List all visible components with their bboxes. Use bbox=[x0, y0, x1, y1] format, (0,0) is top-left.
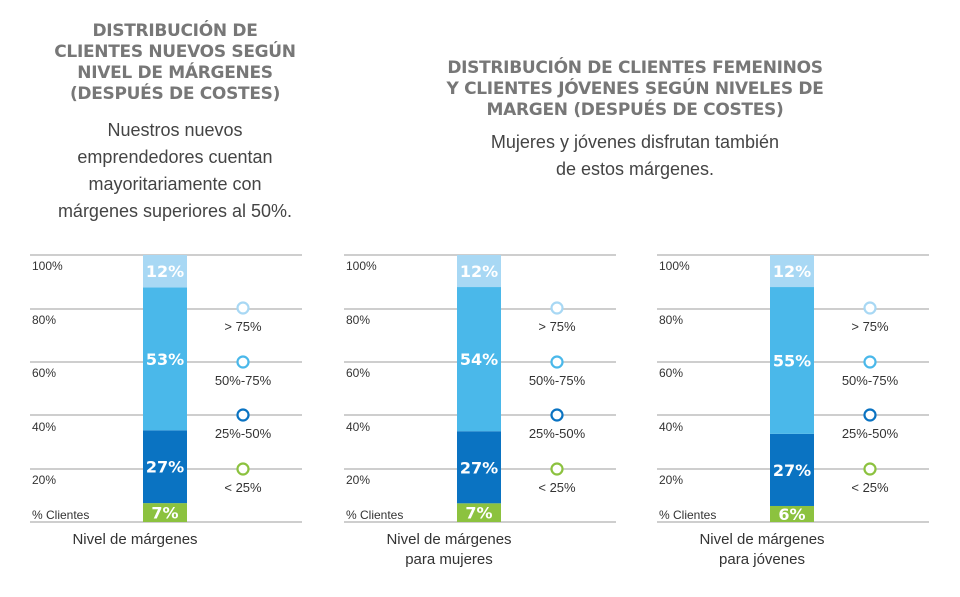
data-label: 27% bbox=[773, 461, 811, 480]
legend-marker bbox=[550, 301, 564, 315]
legend-marker bbox=[550, 408, 564, 422]
bar-segment bbox=[143, 430, 187, 504]
y-tick-label: 80% bbox=[32, 313, 56, 327]
y-axis-label: % Clientes bbox=[659, 508, 716, 522]
legend-marker bbox=[550, 462, 564, 476]
y-tick-label: 60% bbox=[32, 366, 56, 380]
bar-segment bbox=[770, 287, 814, 434]
bar-segment bbox=[143, 255, 187, 288]
legend-label: > 75% bbox=[851, 319, 889, 334]
data-label: 53% bbox=[146, 350, 184, 369]
data-label: 7% bbox=[151, 504, 178, 523]
legend-marker bbox=[863, 301, 877, 315]
title-line: Y CLIENTES JÓVENES SEGÚN NIVELES DE bbox=[446, 79, 824, 99]
bar-segment bbox=[770, 505, 814, 522]
legend-marker bbox=[863, 355, 877, 369]
legend-label: 50%-75% bbox=[842, 373, 899, 388]
subtitle-line: mayoritariamente con bbox=[88, 174, 262, 194]
bar-segment bbox=[457, 255, 501, 288]
legend-label: < 25% bbox=[851, 480, 889, 495]
title-line: DISTRIBUCIÓN DE bbox=[92, 21, 258, 41]
title-line: CLIENTES NUEVOS SEGÚN bbox=[54, 42, 296, 62]
data-label: 12% bbox=[460, 262, 498, 281]
y-tick-label: 40% bbox=[659, 420, 683, 434]
x-axis-label: para mujeres bbox=[405, 551, 493, 568]
charts-2-3-subtitle: Mujeres y jóvenes disfrutan también de e… bbox=[440, 129, 830, 183]
data-label: 7% bbox=[465, 504, 492, 523]
legend-marker bbox=[236, 408, 250, 422]
x-axis-label: para jóvenes bbox=[719, 551, 805, 568]
title-line: MARGEN (DESPUÉS DE COSTES) bbox=[486, 100, 784, 120]
legend-marker bbox=[863, 408, 877, 422]
chart-1-subtitle: Nuestros nuevos emprendedores cuentan ma… bbox=[25, 117, 325, 225]
data-label: 27% bbox=[460, 458, 498, 477]
legend-marker bbox=[863, 462, 877, 476]
data-label: 12% bbox=[773, 262, 811, 281]
legend-marker bbox=[236, 462, 250, 476]
y-tick-label: 100% bbox=[346, 259, 377, 273]
subtitle-line: Mujeres y jóvenes disfrutan también bbox=[490, 132, 780, 152]
subtitle-line: márgenes superiores al 50%. bbox=[57, 201, 293, 221]
y-tick-label: 40% bbox=[346, 420, 370, 434]
bar-segment bbox=[770, 255, 814, 288]
data-label: 54% bbox=[460, 350, 498, 369]
y-tick-label: 100% bbox=[659, 259, 690, 273]
bar-segment bbox=[457, 431, 501, 504]
legend-marker bbox=[236, 355, 250, 369]
x-axis-label: Nivel de márgenes bbox=[699, 531, 824, 548]
legend-marker bbox=[236, 301, 250, 315]
y-tick-label: 20% bbox=[346, 473, 370, 487]
data-label: 27% bbox=[146, 458, 184, 477]
legend-label: 25%-50% bbox=[215, 426, 272, 441]
y-tick-label: 80% bbox=[346, 313, 370, 327]
charts-2-3-title: DISTRIBUCIÓN DE CLIENTES FEMENINOS Y CLI… bbox=[440, 58, 830, 121]
bar-segment bbox=[457, 287, 501, 432]
legend-label: < 25% bbox=[538, 480, 576, 495]
subtitle-line: Nuestros nuevos bbox=[107, 120, 243, 140]
legend-label: < 25% bbox=[224, 480, 262, 495]
bar-segment bbox=[770, 433, 814, 506]
y-tick-label: 20% bbox=[659, 473, 683, 487]
chart-1-title: DISTRIBUCIÓN DE CLIENTES NUEVOS SEGÚN NI… bbox=[45, 21, 305, 105]
x-axis-label: Nivel de márgenes bbox=[72, 531, 197, 548]
legend-label: > 75% bbox=[538, 319, 576, 334]
data-label: 55% bbox=[773, 351, 811, 370]
y-tick-label: 20% bbox=[32, 473, 56, 487]
legend-label: 25%-50% bbox=[529, 426, 586, 441]
legend-label: 25%-50% bbox=[842, 426, 899, 441]
bar-segment bbox=[143, 287, 187, 431]
y-tick-label: 100% bbox=[32, 259, 63, 273]
bar-segment bbox=[457, 503, 501, 522]
legend-label: 50%-75% bbox=[215, 373, 272, 388]
legend-label: > 75% bbox=[224, 319, 262, 334]
y-axis-label: % Clientes bbox=[346, 508, 403, 522]
data-label: 6% bbox=[778, 505, 805, 524]
title-line: (DESPUÉS DE COSTES) bbox=[69, 84, 281, 104]
y-tick-label: 40% bbox=[32, 420, 56, 434]
x-axis-label: Nivel de márgenes bbox=[386, 531, 511, 548]
y-tick-label: 80% bbox=[659, 313, 683, 327]
subtitle-line: emprendedores cuentan bbox=[77, 147, 273, 167]
y-tick-label: 60% bbox=[346, 366, 370, 380]
legend-marker bbox=[550, 355, 564, 369]
subtitle-line: de estos márgenes. bbox=[555, 159, 715, 179]
legend-label: 50%-75% bbox=[529, 373, 586, 388]
title-line: NIVEL DE MÁRGENES bbox=[77, 63, 273, 83]
bar-segment bbox=[143, 503, 187, 522]
data-label: 12% bbox=[146, 262, 184, 281]
y-axis-label: % Clientes bbox=[32, 508, 89, 522]
title-line: DISTRIBUCIÓN DE CLIENTES FEMENINOS bbox=[447, 58, 823, 78]
y-tick-label: 60% bbox=[659, 366, 683, 380]
